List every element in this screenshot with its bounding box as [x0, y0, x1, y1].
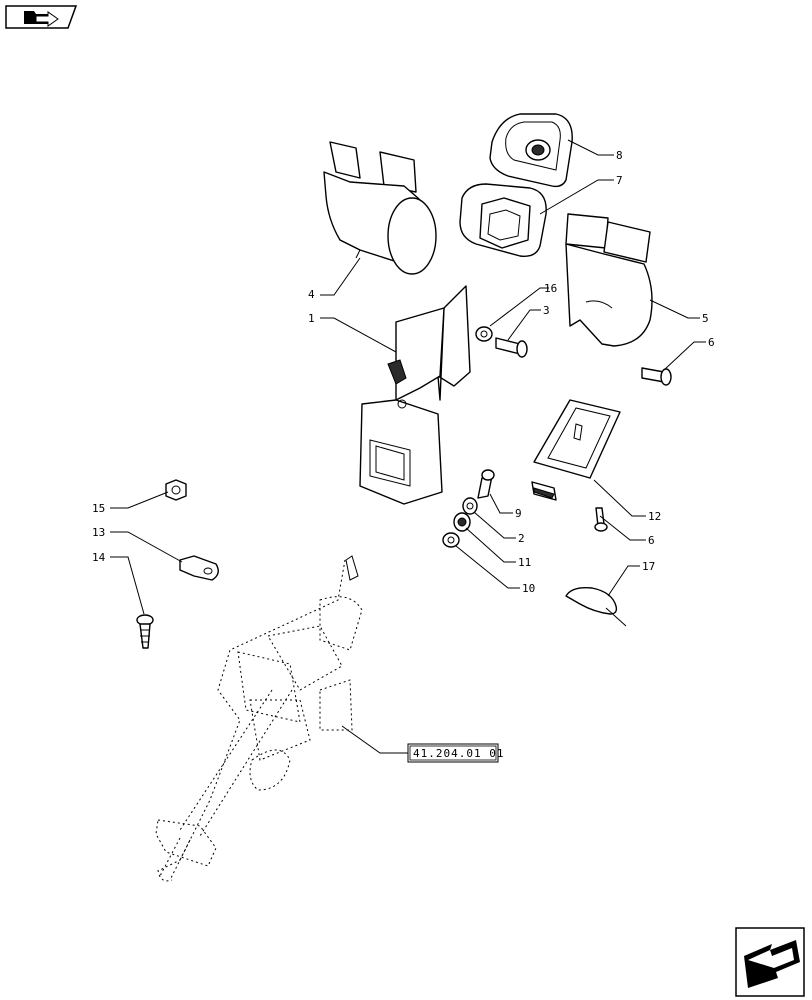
- part-2-washer: [462, 497, 478, 515]
- part-14-screw: [136, 614, 154, 649]
- callout-2: 2: [518, 532, 525, 545]
- part-9-bolt: [477, 469, 495, 499]
- folder-arrow-icon[interactable]: [5, 5, 78, 29]
- next-page-arrow-icon[interactable]: [735, 927, 805, 997]
- part-11-spacer: [453, 512, 471, 532]
- callout-5: 5: [702, 312, 709, 325]
- callout-14: 14: [92, 551, 106, 564]
- part-10-nut: [442, 532, 460, 548]
- part-17-cable-tie: [565, 586, 627, 627]
- callout-labels: 1 2 3 4 5 6 6 7 8 9 10 11 12 13 14 15 16…: [92, 149, 715, 595]
- reference-label: 41.204.01 01: [413, 747, 504, 760]
- part-16-washer: [475, 326, 493, 342]
- part-12-tray: [531, 399, 621, 501]
- callout-9: 9: [515, 507, 522, 520]
- callout-15: 15: [92, 502, 105, 515]
- part-4-shroud: [323, 141, 437, 275]
- callout-10: 10: [522, 582, 535, 595]
- callout-7: 7: [616, 174, 623, 187]
- part-7-cap: [459, 183, 547, 257]
- part-15-nut: [165, 479, 187, 501]
- part-6-screw-upper: [641, 367, 672, 386]
- callout-6a: 6: [708, 336, 715, 349]
- leader-lines: [110, 139, 706, 754]
- callout-6b: 6: [648, 534, 655, 547]
- part-3-screw: [495, 337, 528, 358]
- callout-8: 8: [616, 149, 623, 162]
- callout-17: 17: [642, 560, 655, 573]
- callout-12: 12: [648, 510, 661, 523]
- steering-column-assembly: [155, 555, 363, 882]
- callout-11: 11: [518, 556, 531, 569]
- part-1-bracket: [359, 285, 471, 505]
- callout-16: 16: [544, 282, 557, 295]
- callout-1: 1: [308, 312, 315, 325]
- part-5-shroud: [565, 213, 653, 347]
- callout-3: 3: [543, 304, 550, 317]
- callout-4: 4: [308, 288, 315, 301]
- part-13-clip: [179, 555, 219, 581]
- reference-box[interactable]: 41.204.01 01: [407, 743, 504, 763]
- callout-13: 13: [92, 526, 105, 539]
- part-8-cap: [489, 113, 573, 188]
- part-6-screw-lower: [594, 507, 608, 532]
